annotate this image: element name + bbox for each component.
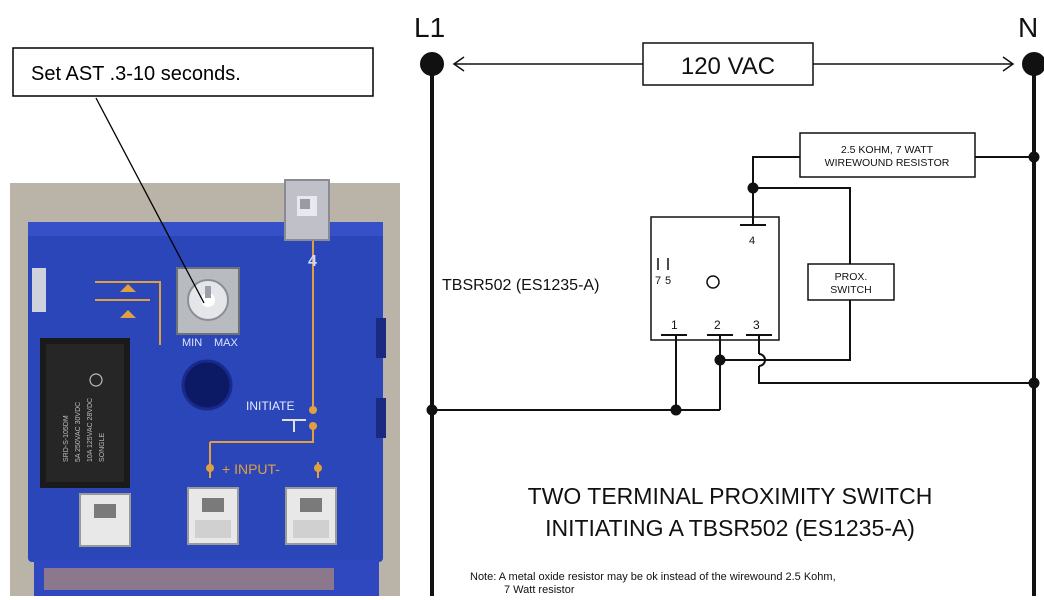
pcb-traces (95, 236, 319, 478)
pin-5-label: 5 (665, 275, 671, 287)
mounting-hole (181, 359, 233, 411)
diagram-title-line1: TWO TERMINAL PROXIMITY SWITCH (528, 483, 933, 509)
resistor-label-line2: WIREWOUND RESISTOR (825, 157, 950, 169)
junction-n-3 (1028, 377, 1040, 389)
supply-box (642, 42, 814, 86)
prox-label-line1: PROX. (835, 271, 868, 283)
l1-label: L1 (414, 12, 445, 43)
diagram-title-line2: INITIATING A TBSR502 (ES1235-A) (545, 515, 915, 541)
svg-text:5A 250VAC 30VDC: 5A 250VAC 30VDC (75, 402, 82, 462)
callout-text: Set AST .3-10 seconds. (31, 63, 241, 85)
resistor-box (799, 132, 976, 178)
device-label: TBSR502 (ES1235-A) (442, 277, 599, 294)
knob-min-label: MIN (182, 337, 202, 349)
input-terminal-minus (285, 487, 337, 545)
device-led (706, 275, 720, 289)
callout-box (12, 47, 374, 97)
n-label: N (1018, 12, 1038, 43)
junction-1 (670, 404, 682, 416)
note-line2: 7 Watt resistor (504, 584, 575, 596)
product-photo: 4 SRD-S-105DM 5A 250VAC 30VDC 10A 125VAC… (10, 179, 400, 596)
device-box (650, 216, 780, 341)
n-terminal-dot (1022, 52, 1044, 76)
svg-text:SRD-S-105DM: SRD-S-105DM (63, 415, 70, 462)
pin-4-label: 4 (749, 235, 755, 247)
callout-leader-line (95, 97, 205, 304)
input-label: + INPUT- (222, 461, 280, 477)
pin-2-label: 2 (714, 318, 721, 332)
svg-text:10A 125VAC 28VDC: 10A 125VAC 28VDC (87, 398, 94, 462)
junction-n-resistor (1028, 151, 1040, 163)
input-terminal-plus (187, 487, 239, 545)
initiate-label: INITIATE (246, 399, 294, 413)
svg-text:SONGLE: SONGLE (99, 432, 106, 462)
note-line1: Note: A metal oxide resistor may be ok i… (470, 571, 836, 583)
pin-1-label: 1 (671, 318, 678, 332)
potentiometer (176, 267, 240, 335)
top-terminal (284, 179, 330, 241)
wiring-diagram (420, 42, 1044, 596)
pin-7-label: 7 (655, 275, 661, 287)
junction-l1 (426, 404, 438, 416)
prox-label-line2: SWITCH (830, 284, 871, 296)
relay-terminal (79, 493, 131, 547)
supply-label: 120 VAC (681, 53, 775, 80)
knob-max-label: MAX (214, 337, 239, 349)
l1-terminal-dot (420, 52, 444, 76)
resistor-label-line1: 2.5 KOHM, 7 WATT (841, 144, 934, 156)
terminal-number-label: 4 (308, 253, 317, 270)
relay: SRD-S-105DM 5A 250VAC 30VDC 10A 125VAC 2… (40, 338, 130, 488)
pin-3-label: 3 (753, 318, 760, 332)
